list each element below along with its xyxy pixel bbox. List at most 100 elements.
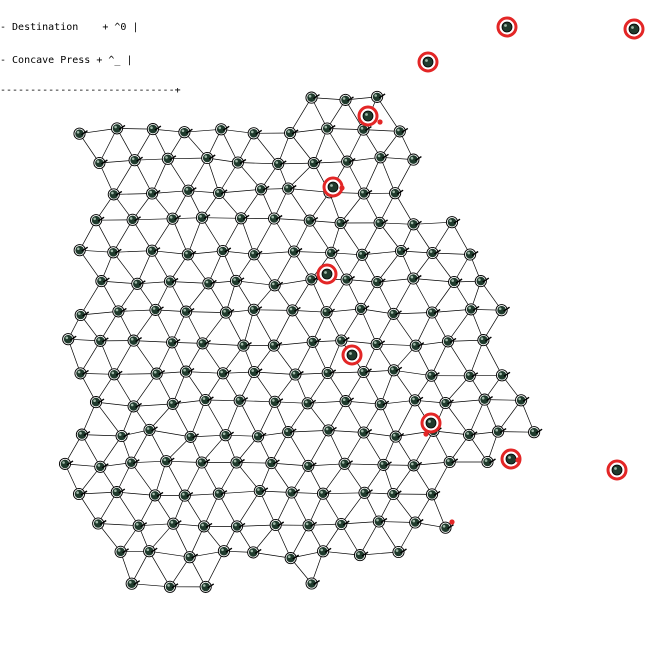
mesh-node[interactable] <box>425 369 440 382</box>
mesh-node[interactable] <box>439 521 454 534</box>
mesh-node[interactable] <box>73 244 89 257</box>
mesh-node[interactable] <box>161 152 177 165</box>
mesh-node[interactable] <box>284 552 300 565</box>
mesh-node[interactable] <box>305 577 320 590</box>
mesh-node[interactable] <box>92 517 107 530</box>
mesh-node[interactable] <box>377 458 392 471</box>
mesh-node[interactable] <box>146 187 161 200</box>
mesh-node[interactable] <box>110 122 126 135</box>
mesh-node[interactable] <box>148 489 164 502</box>
mesh-node[interactable] <box>255 183 270 196</box>
mesh-node[interactable] <box>215 123 230 136</box>
mesh-node[interactable] <box>235 212 250 225</box>
mesh-node[interactable] <box>213 186 228 200</box>
mesh-node[interactable] <box>247 127 263 140</box>
mesh-node[interactable] <box>325 246 340 259</box>
destination-marker[interactable] <box>623 18 645 40</box>
mesh-node[interactable] <box>131 277 146 290</box>
mesh-node[interactable] <box>216 244 232 258</box>
mesh-node[interactable] <box>199 580 215 593</box>
mesh-node[interactable] <box>286 304 301 317</box>
mesh-node[interactable] <box>95 275 110 288</box>
mesh-node[interactable] <box>217 545 233 558</box>
mesh-node[interactable] <box>201 151 216 165</box>
mesh-node[interactable] <box>163 580 179 593</box>
mesh-node[interactable] <box>370 337 386 351</box>
mesh-node[interactable] <box>305 91 320 104</box>
mesh-node[interactable] <box>478 393 493 406</box>
mesh-node[interactable] <box>392 545 407 559</box>
mesh-node[interactable] <box>94 460 109 473</box>
mesh-node[interactable] <box>463 369 479 382</box>
mesh-node[interactable] <box>230 520 246 533</box>
mesh-node[interactable] <box>317 545 332 558</box>
mesh-node[interactable] <box>356 248 371 261</box>
mesh-node[interactable] <box>127 334 142 347</box>
mesh-node[interactable] <box>528 426 543 439</box>
mesh-node[interactable] <box>374 151 389 164</box>
mesh-node[interactable] <box>146 123 162 136</box>
mesh-node[interactable] <box>334 216 349 230</box>
mesh-node[interactable] <box>107 246 122 259</box>
mesh-node[interactable] <box>163 275 179 288</box>
mesh-node[interactable] <box>248 248 263 261</box>
mesh-node[interactable] <box>272 157 287 170</box>
mesh-node[interactable] <box>149 303 164 316</box>
mesh-node[interactable] <box>74 367 89 380</box>
mesh-node[interactable] <box>150 367 166 380</box>
mesh-node[interactable] <box>180 305 195 318</box>
mesh-node[interactable] <box>90 214 105 227</box>
mesh-node[interactable] <box>445 216 461 229</box>
mesh-node[interactable] <box>492 425 507 438</box>
mesh-node[interactable] <box>74 308 90 322</box>
mesh-node[interactable] <box>340 273 355 286</box>
mesh-node[interactable] <box>167 517 182 530</box>
mesh-node[interactable] <box>182 184 197 197</box>
destination-marker[interactable] <box>316 263 338 285</box>
mesh-node[interactable] <box>426 306 441 319</box>
mesh-node[interactable] <box>307 157 323 170</box>
mesh-node[interactable] <box>443 455 459 469</box>
mesh-node[interactable] <box>477 334 492 347</box>
destination-marker[interactable] <box>500 448 522 470</box>
mesh-node[interactable] <box>247 303 263 316</box>
mesh-node[interactable] <box>108 368 123 381</box>
mesh-node[interactable] <box>316 487 332 500</box>
mesh-node[interactable] <box>464 248 479 261</box>
mesh-node[interactable] <box>202 277 217 290</box>
mesh-node[interactable] <box>393 125 409 138</box>
mesh-node[interactable] <box>302 459 317 472</box>
mesh-node[interactable] <box>495 369 511 382</box>
mesh-node[interactable] <box>338 457 353 470</box>
mesh-node[interactable] <box>481 455 496 469</box>
mesh-node[interactable] <box>387 487 402 501</box>
mesh-node[interactable] <box>358 486 373 499</box>
mesh-node[interactable] <box>341 155 356 168</box>
mesh-node[interactable] <box>353 549 369 562</box>
mesh-node[interactable] <box>166 336 181 349</box>
destination-marker[interactable] <box>322 176 344 198</box>
mesh-node[interactable] <box>166 397 182 410</box>
mesh-node[interactable] <box>407 153 422 166</box>
mesh-node[interactable] <box>72 487 88 501</box>
mesh-node[interactable] <box>407 218 422 231</box>
mesh-node[interactable] <box>181 248 197 261</box>
mesh-node[interactable] <box>112 305 127 318</box>
mesh-node[interactable] <box>387 307 402 320</box>
mesh-node[interactable] <box>216 367 232 380</box>
mesh-node[interactable] <box>219 306 235 319</box>
mesh-node[interactable] <box>282 426 297 439</box>
mesh-node[interactable] <box>374 398 390 411</box>
mesh-node[interactable] <box>114 545 129 558</box>
mesh-node[interactable] <box>465 303 480 316</box>
mesh-node[interactable] <box>253 484 269 498</box>
mesh-node[interactable] <box>195 211 211 224</box>
mesh-node[interactable] <box>248 365 263 379</box>
mesh-node[interactable] <box>373 216 388 229</box>
mesh-node[interactable] <box>269 518 285 532</box>
mesh-node[interactable] <box>357 365 372 379</box>
mesh-node[interactable] <box>143 423 158 436</box>
mesh-node[interactable] <box>321 366 337 380</box>
mesh-node[interactable] <box>289 368 304 381</box>
mesh-node[interactable] <box>94 334 109 347</box>
